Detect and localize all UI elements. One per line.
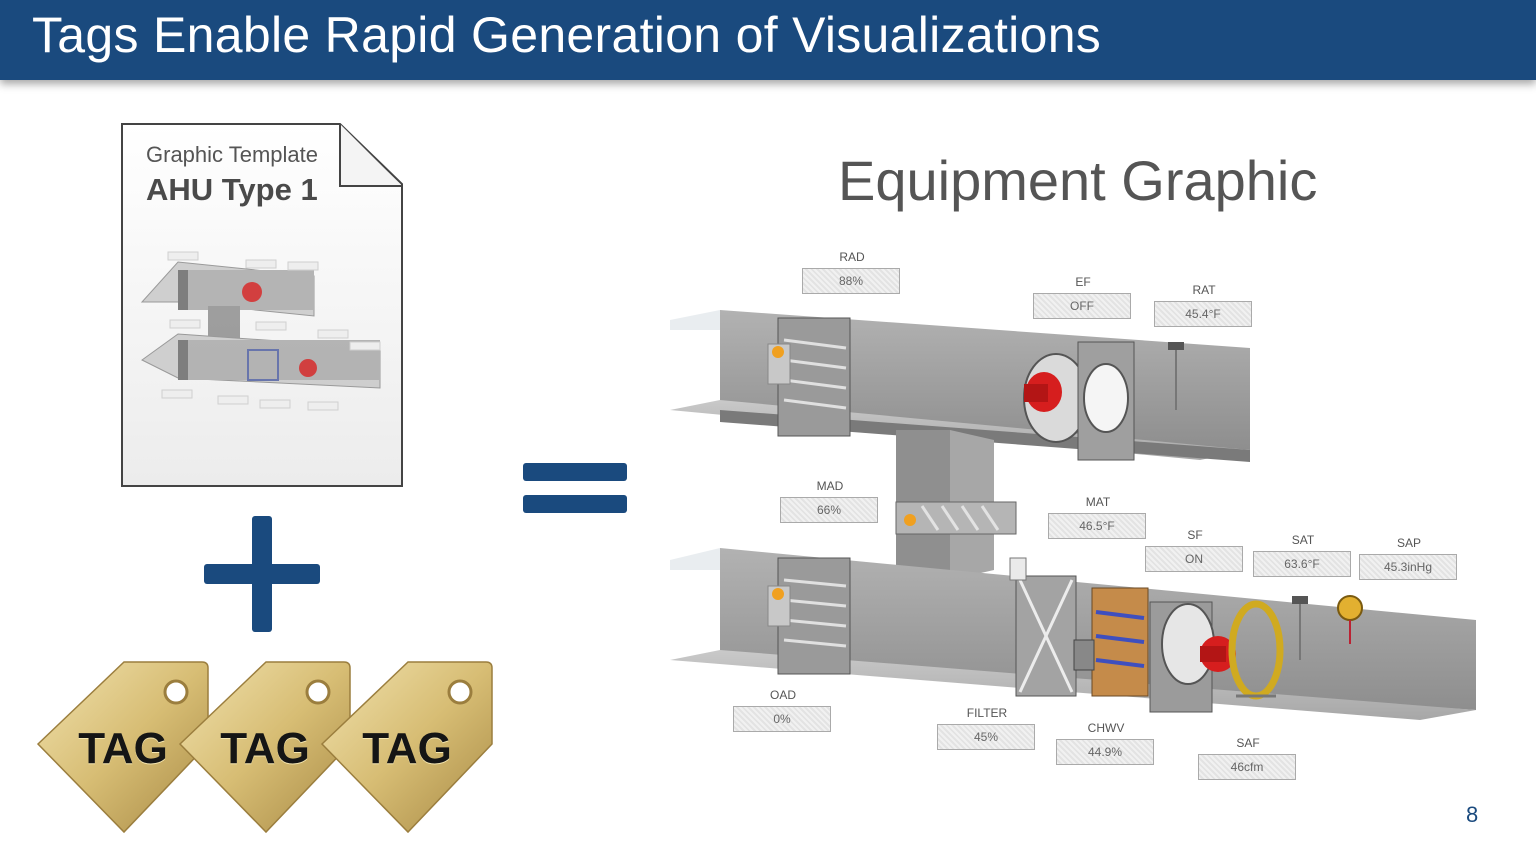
slide-title: Tags Enable Rapid Generation of Visualiz… — [32, 7, 1102, 63]
point-label: SAF — [1236, 736, 1260, 750]
tag-3: TAG — [318, 660, 493, 840]
tag-label: TAG — [220, 724, 310, 773]
tag-label: TAG — [362, 724, 452, 773]
tag-2: TAG — [176, 660, 351, 840]
point-label: OAD — [769, 688, 796, 702]
plus-sign-icon — [200, 512, 324, 641]
point-value[interactable]: OFF — [1033, 293, 1131, 319]
template-title: AHU Type 1 — [146, 172, 318, 207]
point-label: SF — [1187, 528, 1203, 542]
point-value[interactable]: 45.3inHg — [1359, 554, 1457, 580]
point-label: MAD — [816, 479, 844, 493]
point-value[interactable]: ON — [1145, 546, 1243, 572]
tag-shape-icon — [36, 661, 209, 834]
point-label: SAP — [1396, 536, 1421, 550]
point-label: RAD — [839, 250, 865, 264]
tag-shape-icon — [320, 661, 493, 834]
point-value[interactable]: 46cfm — [1198, 754, 1296, 780]
point-value[interactable]: 45% — [937, 724, 1035, 750]
point-value[interactable]: 45.4°F — [1154, 301, 1252, 327]
page-number: 8 — [1466, 802, 1479, 827]
tag-shape-icon — [178, 661, 351, 834]
tag-label: TAG — [78, 724, 168, 773]
point-value[interactable]: 88% — [802, 268, 900, 294]
point-label: CHWV — [1087, 721, 1125, 735]
equipment-graphic-title: Equipment Graphic — [838, 149, 1318, 212]
template-subtitle: Graphic Template — [146, 142, 319, 167]
point-label: FILTER — [966, 706, 1008, 720]
equals-sign-icon — [520, 460, 630, 525]
point-label: SAT — [1291, 533, 1315, 547]
point-value[interactable]: 66% — [780, 497, 878, 523]
tag-1: TAG — [34, 660, 209, 840]
ahu-equipment-illustration — [660, 240, 1490, 745]
title-bar: Tags Enable Rapid Generation of Visualiz… — [0, 0, 1536, 80]
point-value[interactable]: 63.6°F — [1253, 551, 1351, 577]
document-icon — [121, 123, 403, 487]
point-label: RAT — [1192, 283, 1216, 297]
graphic-template-document: Graphic Template AHU Type 1 — [118, 120, 408, 490]
point-label: EF — [1075, 275, 1091, 289]
point-value[interactable]: 0% — [733, 706, 831, 732]
point-value[interactable]: 46.5°F — [1048, 513, 1146, 539]
point-value[interactable]: 44.9% — [1056, 739, 1154, 765]
point-label: MAT — [1085, 495, 1111, 509]
